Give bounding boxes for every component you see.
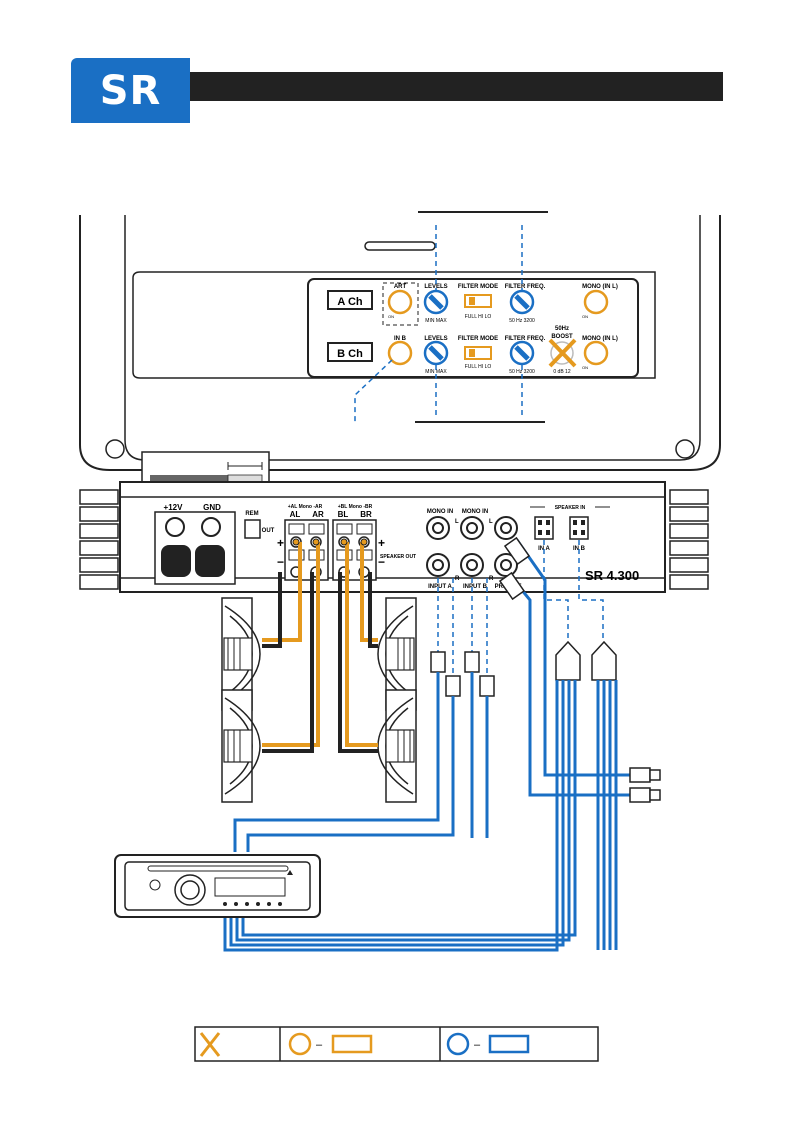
levels-b-label: LEVELS — [424, 336, 447, 342]
art-switch[interactable] — [387, 289, 413, 315]
filter-freq-b-label: FILTER FREQ. — [505, 336, 546, 342]
levels-a-range: MIN MAX — [425, 318, 447, 324]
mono-a-switch[interactable] — [583, 289, 609, 315]
speaker-out-label: SPEAKER OUT — [380, 554, 416, 560]
channel-b-label: B Ch — [337, 348, 363, 360]
filter-freq-b-range: 50 Hz 3200 — [509, 369, 535, 375]
speaker-wires — [262, 542, 378, 753]
boost-x-mark-icon — [548, 338, 577, 368]
legend: – – — [194, 1026, 599, 1062]
r-label-1: R — [455, 576, 460, 582]
al-label: AL — [290, 510, 301, 519]
filter-freq-a-range: 50 Hz 3200 — [509, 318, 535, 324]
in-b-switch[interactable] — [387, 340, 413, 366]
boost-label-1: 50Hz — [555, 326, 569, 332]
amp-terminal-panel: +12V GND REM OUT +AL Mono -AR AL AR +BL … — [79, 481, 709, 593]
in-b-label: IN B — [394, 336, 407, 342]
blue-cables — [223, 539, 630, 952]
filter-mode-a-label: FILTER MODE — [458, 284, 498, 290]
mono-b-label: MONO (IN L) — [582, 336, 618, 342]
l-label-1: L — [455, 519, 459, 525]
header-bar — [190, 72, 723, 101]
mono-a-on: ON — [582, 314, 588, 319]
blue-circle-icon — [446, 1032, 470, 1056]
input-b-label: INPUT B — [463, 584, 488, 590]
filter-mode-a-range: FULL HI LO — [465, 314, 492, 320]
levels-b-range: MIN MAX — [425, 369, 447, 375]
blue-dash: – — [474, 1039, 481, 1051]
filter-freq-a-label: FILTER FREQ. — [505, 284, 546, 290]
boost-label-2: BOOST — [551, 334, 573, 340]
blue-rect-icon — [488, 1034, 530, 1054]
power-12v-label: +12V — [164, 503, 184, 512]
speaker-right-bottom — [377, 689, 417, 803]
guide-lines — [354, 225, 523, 422]
x-mark-icon — [199, 1032, 221, 1057]
control-panel: A Ch B Ch ART ON IN B LEVELS MIN MAX LEV… — [307, 278, 639, 378]
pre-out-plugs — [498, 536, 661, 803]
gnd-label: GND — [203, 503, 221, 512]
minus-label-right: − — [378, 555, 385, 569]
r-label-2: R — [489, 576, 494, 582]
boost-range: 0 dB 12 — [553, 369, 570, 375]
input-a-label: INPUT A — [428, 584, 452, 590]
bl-label: BL — [338, 510, 349, 519]
filter-mode-b-label: FILTER MODE — [458, 336, 498, 342]
speaker-in-harness — [555, 640, 617, 681]
art-on-label: ON — [388, 314, 394, 319]
mono-b-switch[interactable] — [583, 340, 609, 366]
head-unit — [114, 854, 321, 918]
mono-in-a-label: MONO IN — [427, 509, 453, 515]
filter-mode-b-switch[interactable] — [464, 346, 492, 360]
plus-label-right: + — [378, 536, 385, 550]
art-label: ART — [394, 284, 407, 290]
minus-label-left: − — [277, 555, 284, 569]
levels-a-label: LEVELS — [424, 284, 447, 290]
bl-mono-br-label: +BL Mono -BR — [338, 504, 373, 510]
channel-a-label: A Ch — [337, 296, 363, 308]
speaker-in-label: SPEAKER IN — [555, 505, 586, 511]
mono-b-on: ON — [582, 365, 588, 370]
mono-in-b-label: MONO IN — [462, 509, 488, 515]
model-label: SR 4.300 — [585, 568, 639, 583]
al-mono-ar-label: +AL Mono -AR — [288, 504, 323, 510]
orange-circle-icon — [288, 1032, 312, 1056]
rem-label: REM — [245, 511, 258, 517]
ar-label: AR — [312, 510, 324, 519]
speaker-left-bottom — [221, 689, 261, 803]
orange-dash: – — [316, 1039, 323, 1051]
l-label-2: L — [489, 519, 493, 525]
br-label: BR — [360, 510, 372, 519]
out-label: OUT — [262, 528, 275, 534]
rca-plugs — [430, 651, 495, 697]
filter-mode-b-range: FULL HI LO — [465, 364, 492, 370]
mono-a-label: MONO (IN L) — [582, 284, 618, 290]
plus-label-left: + — [277, 536, 284, 550]
rca-dashed-guides — [437, 540, 604, 676]
orange-rect-icon — [331, 1034, 373, 1054]
sr-logo: SR — [71, 58, 190, 123]
filter-mode-a-switch[interactable] — [464, 294, 492, 308]
